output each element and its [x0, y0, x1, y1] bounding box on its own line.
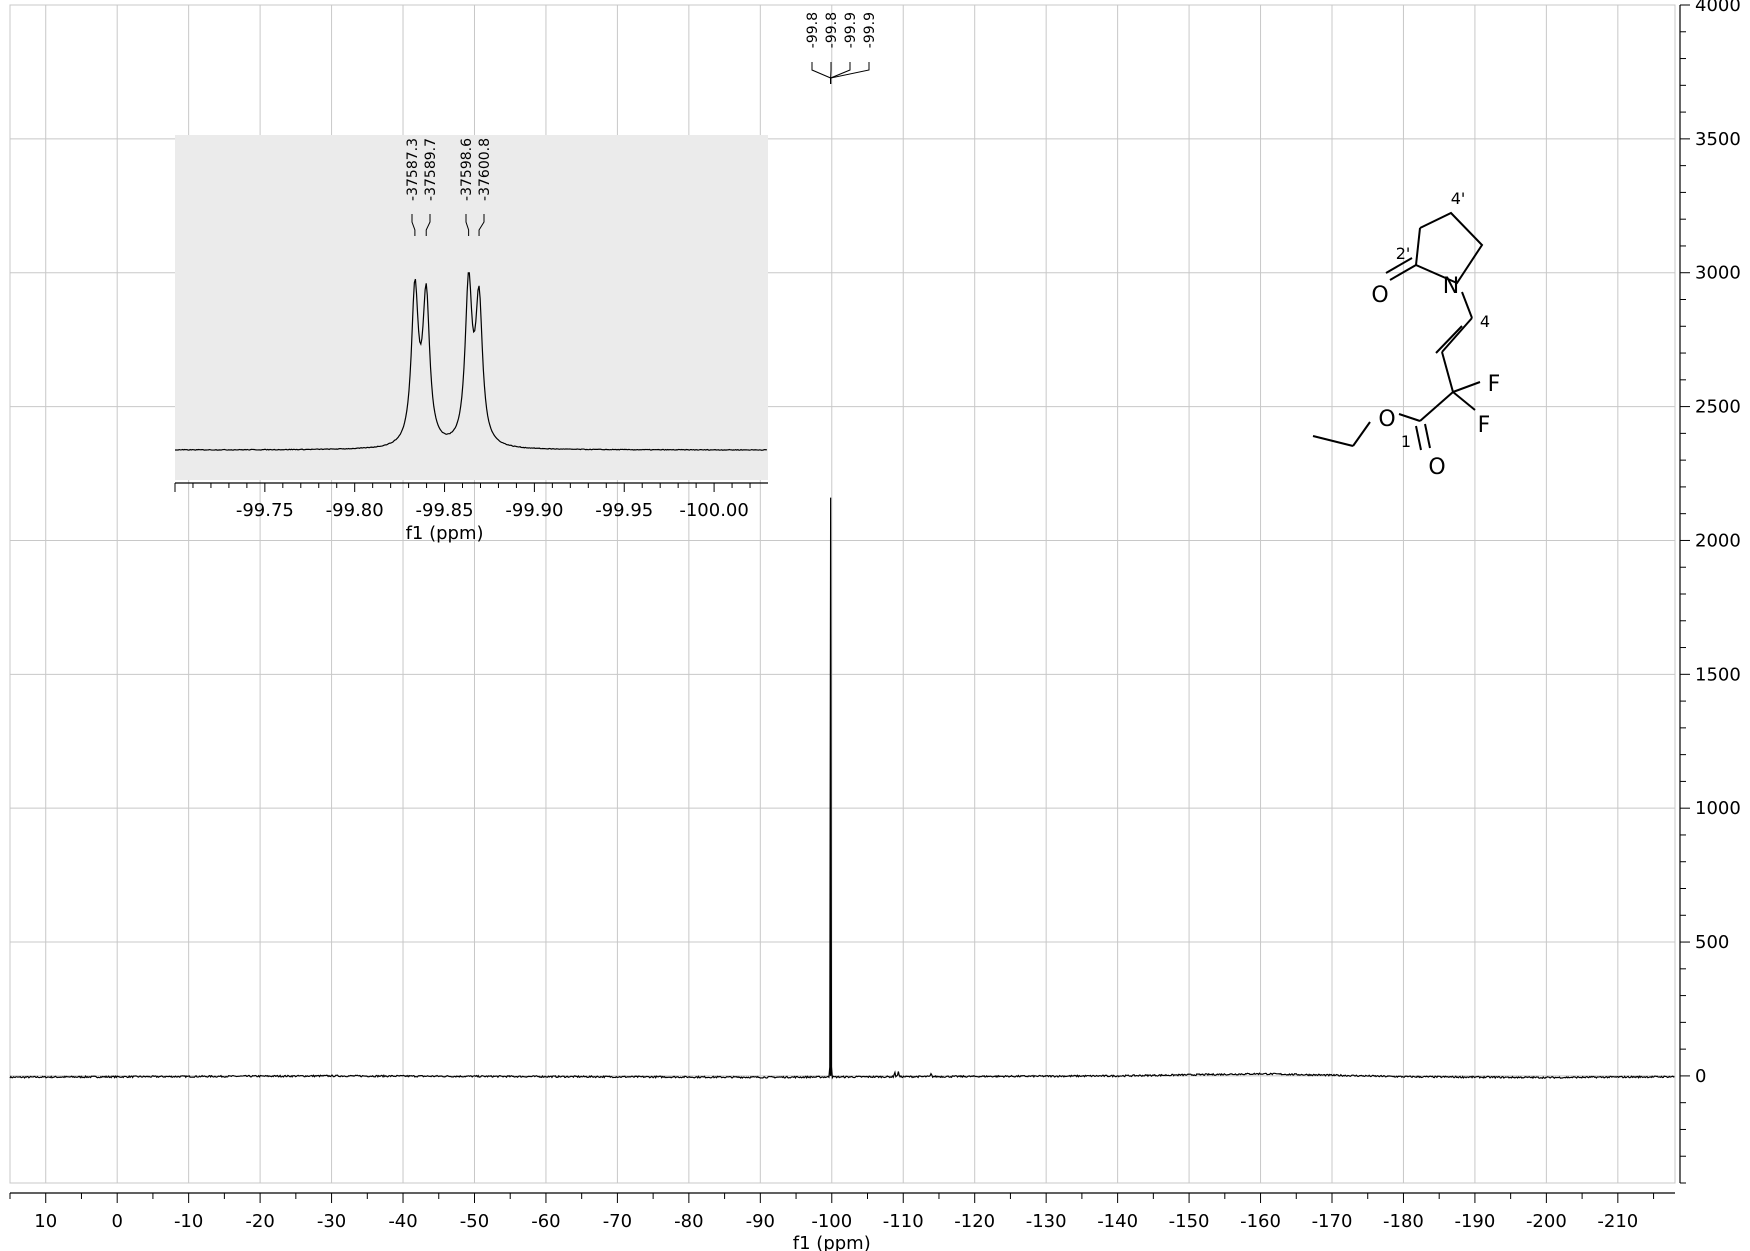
y-tick-label: 1500: [1695, 664, 1741, 685]
main-plot: [9, 497, 1675, 1080]
y-tick-label: 1000: [1695, 798, 1741, 819]
inset-plot: -99.75 -99.80 -99.85 -99.90 -99.95 -100.00 f1 …: [174, 135, 768, 544]
y-tick-label: 2000: [1695, 530, 1741, 551]
atom-f-1: F: [1488, 372, 1501, 397]
y-tick-label: 3000: [1695, 263, 1741, 284]
x-tick-label: -20: [245, 1211, 274, 1232]
x-tick-label: -210: [1597, 1211, 1638, 1232]
structure-labels: N O O O F F: [1371, 274, 1500, 480]
x-tick-label: -10: [174, 1211, 203, 1232]
y-tick-label: 500: [1695, 932, 1729, 953]
inset-x-tick-label: -100.00: [679, 500, 748, 521]
peak-labels: -99.8-99.8-99.9-99.9: [805, 12, 878, 84]
x-tick-label: -170: [1312, 1211, 1353, 1232]
inset-peak-connector: [478, 214, 485, 236]
inset-spectrum-line: [175, 272, 767, 451]
x-tick-label: -160: [1240, 1211, 1281, 1232]
inset-x-tick-label: -99.90: [505, 500, 563, 521]
inset-peak-label: -37600.8: [477, 138, 493, 201]
x-tick-label: -80: [674, 1211, 703, 1232]
x-tick-label: -90: [746, 1211, 775, 1232]
y-tick-label: 4000: [1695, 0, 1741, 16]
chemical-structure: [1312, 211, 1484, 451]
peak-label: -99.8: [805, 12, 821, 48]
peak-label: -99.9: [862, 12, 878, 48]
x-tick-label: -70: [603, 1211, 632, 1232]
inset-peak-connector: [465, 214, 470, 236]
inset-peak-connector: [411, 214, 416, 236]
inset-x-tick-label: -99.85: [416, 500, 474, 521]
x-tick-label: -180: [1383, 1211, 1424, 1232]
x-tick-label: -150: [1169, 1211, 1210, 1232]
position-2prime: 2': [1396, 244, 1411, 263]
peak-label: -99.8: [824, 12, 840, 48]
peak-label: -99.9: [843, 12, 859, 48]
inset-x-tick-label: -99.80: [326, 500, 384, 521]
x-tick-label: -140: [1097, 1211, 1138, 1232]
x-tick-label: -30: [317, 1211, 346, 1232]
peak-label-connector: [830, 62, 851, 84]
x-tick-label: -40: [388, 1211, 417, 1232]
inset-peak-label: -37587.3: [405, 138, 421, 201]
x-tick-label: -130: [1026, 1211, 1067, 1232]
y-tick-label: 0: [1695, 1066, 1706, 1087]
x-tick-label: 0: [111, 1211, 122, 1232]
spectrum-line: [9, 497, 1675, 1080]
atom-o-ester: O: [1378, 407, 1395, 432]
atom-o-ester-carbonyl: O: [1428, 455, 1445, 480]
position-4: 4: [1480, 312, 1490, 331]
inset-x-tick-label: -99.75: [236, 500, 294, 521]
y-tick-label: 2500: [1695, 397, 1741, 418]
inset-peak-label: -37589.7: [423, 138, 439, 201]
atom-o-carbonyl: O: [1371, 283, 1388, 308]
x-tick-label: -50: [460, 1211, 489, 1232]
x-tick-label: -120: [954, 1211, 995, 1232]
inset-x-tick-label: -99.95: [595, 500, 653, 521]
position-4prime: 4': [1451, 189, 1466, 208]
x-tick-label: -110: [883, 1211, 924, 1232]
plot-frame: [9, 4, 1676, 1184]
peak-label-connector: [811, 62, 832, 84]
y-tick-label: 3500: [1695, 129, 1741, 150]
inset-x-axis-label: f1 (ppm): [406, 523, 484, 544]
peak-label-connector: [830, 62, 870, 84]
x-tick-label: -190: [1454, 1211, 1495, 1232]
inset-peak-label: -37598.6: [459, 138, 475, 201]
atom-f-2: F: [1478, 413, 1491, 438]
x-tick-label: -100: [811, 1211, 852, 1232]
x-tick-label: -60: [531, 1211, 560, 1232]
position-1: 1: [1401, 432, 1411, 451]
x-axis-label: f1 (ppm): [793, 1233, 871, 1251]
atom-n: N: [1443, 274, 1459, 299]
structure-position-labels: 4' 2' 4 1: [1396, 189, 1490, 451]
inset-peak-connector: [425, 214, 431, 236]
x-tick-label: 10: [34, 1211, 57, 1232]
x-tick-label: -200: [1526, 1211, 1567, 1232]
